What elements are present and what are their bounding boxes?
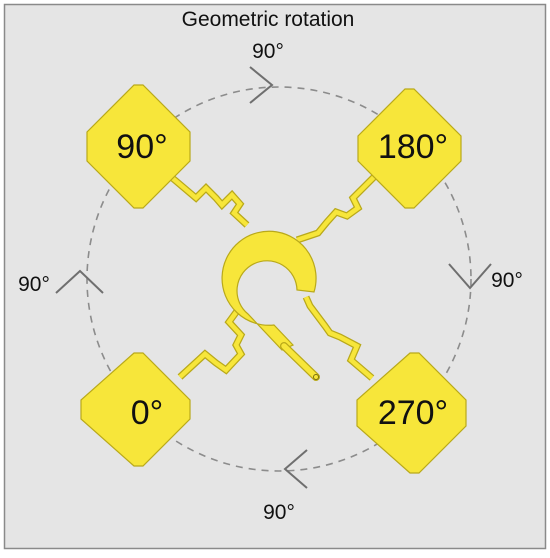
- arc-label-right: 90°: [491, 269, 523, 292]
- arc-label-top: 90°: [252, 40, 284, 63]
- arc-label-left: 90°: [18, 273, 50, 296]
- diagram-background: [3, 3, 547, 550]
- feed-via: [313, 374, 319, 380]
- port-label-180: 180°: [378, 128, 448, 166]
- diagram-title: Geometric rotation: [182, 8, 355, 31]
- arrow-right-icon: [448, 263, 492, 290]
- arrow-left-icon: [55, 269, 104, 294]
- central-ring-element: [221, 230, 317, 351]
- port-pad-0: [80, 352, 191, 467]
- arrow-bottom-icon: [283, 449, 308, 489]
- port-label-0: 0°: [131, 394, 164, 432]
- arc-label-bottom: 90°: [263, 501, 295, 524]
- port-pad-270: [356, 352, 467, 474]
- port-label-270: 270°: [378, 394, 448, 432]
- arrow-top-icon: [249, 66, 274, 104]
- port-pad-180: [357, 88, 462, 209]
- port-pad-90: [86, 84, 191, 209]
- port-label-90: 90°: [116, 128, 167, 166]
